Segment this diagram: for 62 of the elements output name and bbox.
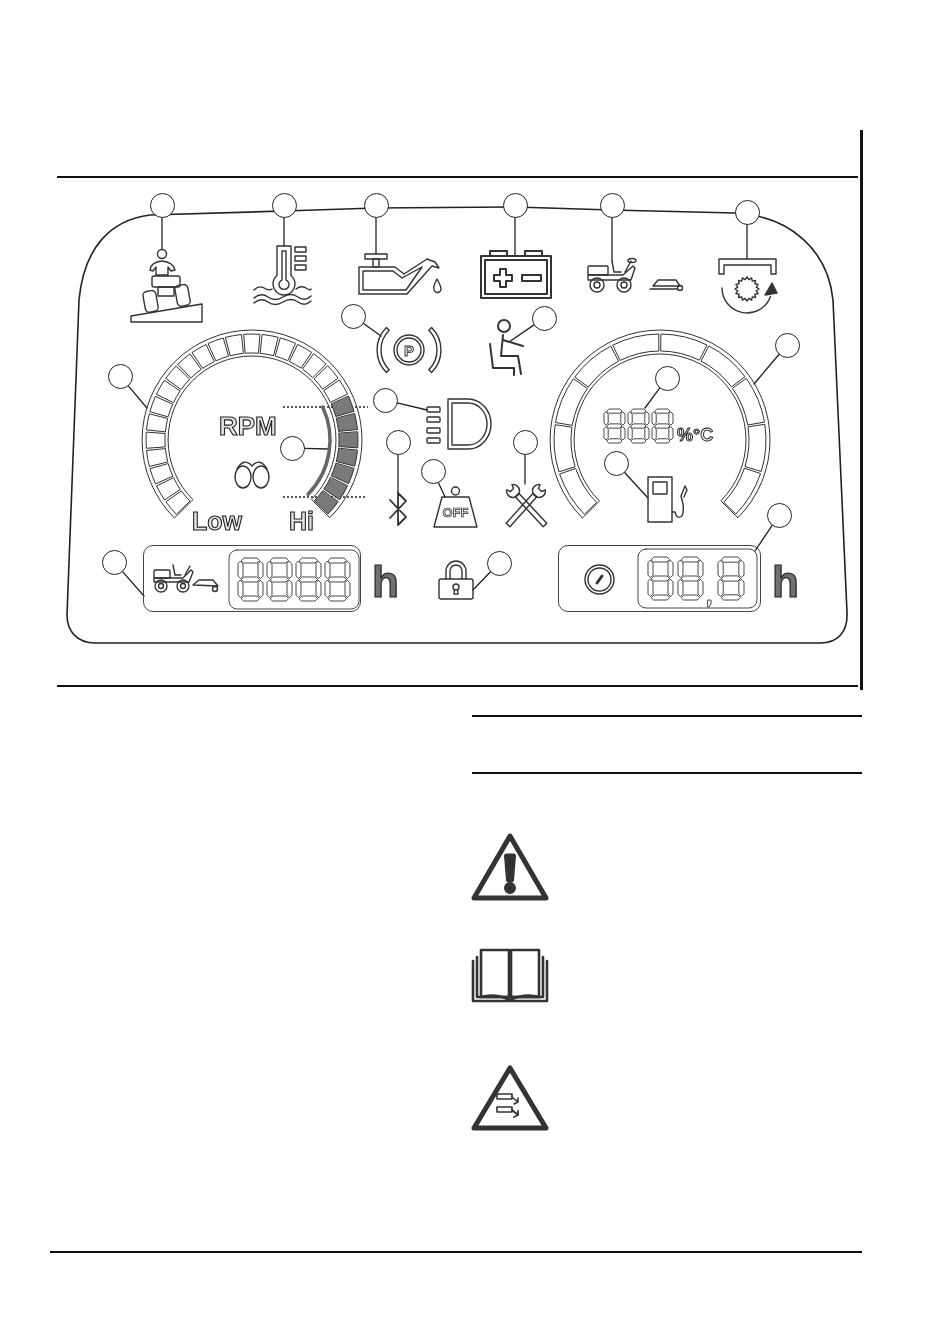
- headlight-icon: [426, 398, 493, 450]
- callout-circle: [603, 450, 629, 476]
- leader-line: [303, 447, 329, 450]
- sign-letter: P: [404, 343, 414, 358]
- callout-circle: [420, 458, 446, 484]
- callout-circle: [363, 192, 389, 218]
- leader-line: [644, 387, 661, 409]
- thermometer-icon: [253, 245, 312, 305]
- leader-line: [611, 216, 613, 262]
- callout-circle: [512, 429, 538, 455]
- leader-line: [754, 524, 773, 552]
- callout-circle: [599, 192, 625, 218]
- battery-icon: [480, 250, 552, 299]
- tools-icon: [505, 483, 547, 527]
- tractor-on-slope-icon: [130, 248, 203, 323]
- callout-circle: [340, 303, 366, 329]
- callout-circle: [271, 192, 297, 218]
- leader-line: [524, 453, 526, 485]
- hour-meter-panel: [143, 545, 361, 612]
- callout-circle: [486, 550, 512, 576]
- leader-line: [623, 471, 649, 499]
- callout-circle: [654, 365, 680, 391]
- leader-line: [121, 570, 145, 597]
- range-label: Low: [192, 509, 242, 534]
- leader-line: [437, 481, 446, 498]
- callout-circle: [101, 549, 127, 575]
- leader-line: [397, 453, 399, 494]
- callout-circle: [531, 305, 557, 331]
- leader-line: [746, 223, 748, 260]
- leader-line: [508, 324, 535, 343]
- ride-on-mower-icon: [587, 256, 684, 293]
- leader-line: [753, 353, 780, 385]
- leader-line: [514, 216, 516, 257]
- blade-rotation-icon: [718, 258, 777, 315]
- callout-circle: [149, 192, 175, 218]
- bluetooth-icon: [386, 490, 410, 528]
- callout-circle: [385, 429, 411, 455]
- weight-text: OFF: [442, 505, 469, 519]
- callout-circle: [734, 199, 760, 225]
- callout-circle: [774, 332, 800, 358]
- fuel-pump-icon: [647, 474, 688, 523]
- gauge-label: RPM: [219, 413, 277, 439]
- range-label: Hi: [289, 509, 314, 534]
- leader-line: [283, 216, 285, 247]
- segmented-gauge-arc: [548, 328, 772, 521]
- oil-can-icon: [357, 253, 443, 296]
- unit-label: h: [372, 560, 399, 604]
- segment-display: [637, 548, 758, 609]
- leader-line: [396, 402, 428, 411]
- callout-circle: [372, 387, 398, 413]
- segment-display: [603, 408, 675, 444]
- unit-label: h: [772, 560, 799, 604]
- leader-line: [472, 571, 491, 591]
- unit-label: %°C: [677, 426, 714, 444]
- padlock-icon: [438, 558, 474, 600]
- callout-circle: [279, 435, 305, 461]
- callout-circle: [766, 502, 792, 528]
- callout-circle: [502, 192, 528, 218]
- leader-line: [127, 384, 148, 409]
- callout-circle: [107, 363, 133, 389]
- leader-line: [362, 322, 382, 337]
- leader-line: [161, 216, 163, 251]
